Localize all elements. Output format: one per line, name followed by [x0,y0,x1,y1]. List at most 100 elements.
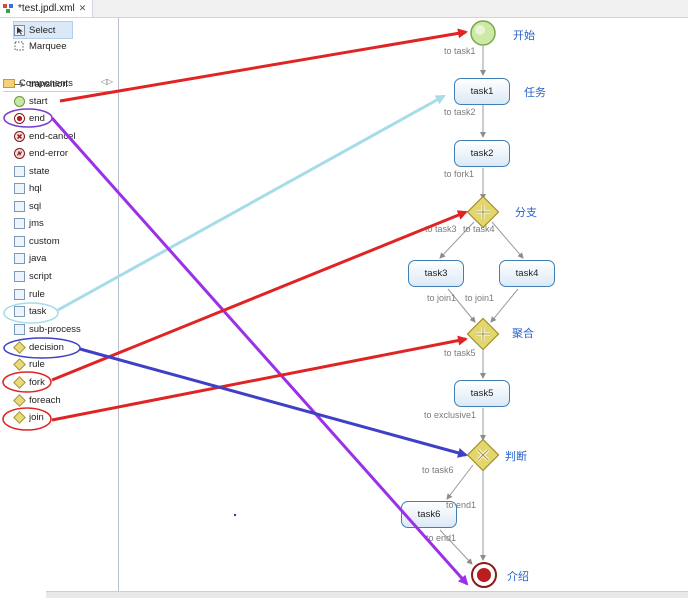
palette-item-start[interactable]: start [14,93,47,109]
drawer-divider [3,91,115,92]
join-annotation: 聚合 [512,328,534,340]
rule-icon [14,288,25,300]
task1-annotation: 任务 [524,87,546,99]
palette-item-label: transition [29,78,68,90]
palette-item-end-error[interactable]: end-error [14,145,68,161]
arrow-cursor-icon [14,24,25,36]
palette-item-end[interactable]: end [14,110,45,126]
edge-label: to fork1 [444,169,475,179]
palette-item-label: end-error [29,147,69,159]
task-node-task2[interactable]: task2 [454,140,510,167]
palette-item-label: end [29,112,45,124]
palette-item-label: sql [29,200,42,212]
end-cancel-icon [14,130,25,142]
edge-label: to end1 [426,533,457,543]
edge-label: to join1 [465,293,495,303]
rule-gateway-icon [13,357,26,371]
state-icon [14,165,25,177]
palette-item-label: decision [29,341,64,353]
palette-item-rule-gateway[interactable]: rule [13,356,45,372]
palette-item-decision[interactable]: decision [13,339,64,355]
palette-item-label: java [29,252,47,264]
palette-item-label: script [29,270,52,282]
editor-tab-title: *test.jpdl.xml [18,3,75,14]
palette-item-label: rule [29,358,45,370]
palette: Select Marquee Components ◁▷ transition … [0,18,119,597]
custom-icon [14,235,25,247]
palette-item-label: foreach [29,394,61,406]
join-gateway-icon [13,410,26,424]
start-event[interactable] [470,20,496,46]
edge-label: to join1 [427,293,457,303]
edge-label: to task3 [425,224,457,234]
palette-item-java[interactable]: java [14,250,46,266]
horizontal-scrollbar[interactable] [46,591,688,598]
foreach-gateway-icon [13,393,26,407]
palette-item-label: state [29,165,50,177]
task-node-task5[interactable]: task5 [454,380,510,407]
task-icon [14,305,25,317]
start-annotation: 开始 [513,30,535,42]
palette-item-label: fork [29,376,45,388]
end-event[interactable] [471,562,497,588]
pin-icon[interactable]: ◁▷ [100,77,113,86]
palette-item-rule[interactable]: rule [14,286,45,302]
palette-item-label: jms [29,217,44,229]
task-node-task1[interactable]: task1 [454,78,510,105]
edge-label: to exclusive1 [424,410,477,420]
palette-item-jms[interactable]: jms [14,215,44,231]
transition-arrow-icon [14,79,25,90]
palette-select-tool[interactable]: Select [13,21,73,39]
decision-gateway-icon [13,340,26,354]
palette-item-label: join [29,411,44,423]
palette-item-custom[interactable]: custom [14,233,60,249]
task-node-task3[interactable]: task3 [408,260,464,287]
java-icon [14,252,25,264]
join-gateway[interactable] [466,317,500,351]
palette-item-end-cancel[interactable]: end-cancel [14,128,75,144]
decision-annotation: 判断 [505,451,527,463]
fork-gateway[interactable] [466,195,500,229]
close-icon[interactable]: ✕ [78,3,87,13]
edge-label: to task2 [444,107,476,117]
fork-annotation: 分支 [515,207,537,219]
palette-marquee-label: Marquee [29,40,67,52]
jms-icon [14,217,25,229]
edge-label: to task6 [422,465,454,475]
palette-item-label: end-cancel [29,130,76,142]
palette-item-script[interactable]: script [14,268,52,284]
canvas-dot [233,513,237,517]
palette-item-label: sub-process [29,323,81,335]
task-node-task4[interactable]: task4 [499,260,555,287]
palette-item-hql[interactable]: hql [14,180,42,196]
sub-process-icon [14,323,25,335]
edge-label: to end1 [446,500,477,510]
flow-connectors [439,46,524,565]
fork-gateway-icon [13,375,26,389]
palette-item-label: start [29,95,48,107]
start-event-icon [14,95,25,107]
end-annotation: 介绍 [507,571,529,583]
edge-label: to task5 [444,348,476,358]
edge-label: to task4 [463,224,495,234]
edge-label: to task1 [444,46,476,56]
palette-item-join[interactable]: join [13,409,44,425]
palette-item-transition[interactable]: transition [14,76,68,92]
palette-item-foreach[interactable]: foreach [13,392,61,408]
palette-item-state[interactable]: state [14,163,50,179]
decision-gateway[interactable] [466,438,500,472]
end-event-icon [14,112,25,124]
palette-item-label: hql [29,182,42,194]
editor-tab-test-jpdl[interactable]: *test.jpdl.xml ✕ [0,0,93,17]
marquee-icon [14,41,25,52]
palette-item-sql[interactable]: sql [14,198,41,214]
palette-marquee-tool[interactable]: Marquee [14,38,67,54]
palette-item-fork[interactable]: fork [13,374,45,390]
end-error-icon [14,147,25,159]
palette-item-task[interactable]: task [14,303,46,319]
palette-item-sub-process[interactable]: sub-process [14,321,81,337]
folder-icon [3,78,15,88]
palette-select-label: Select [29,24,56,36]
sql-icon [14,200,25,212]
editor-tab-bar: *test.jpdl.xml ✕ [0,0,688,18]
